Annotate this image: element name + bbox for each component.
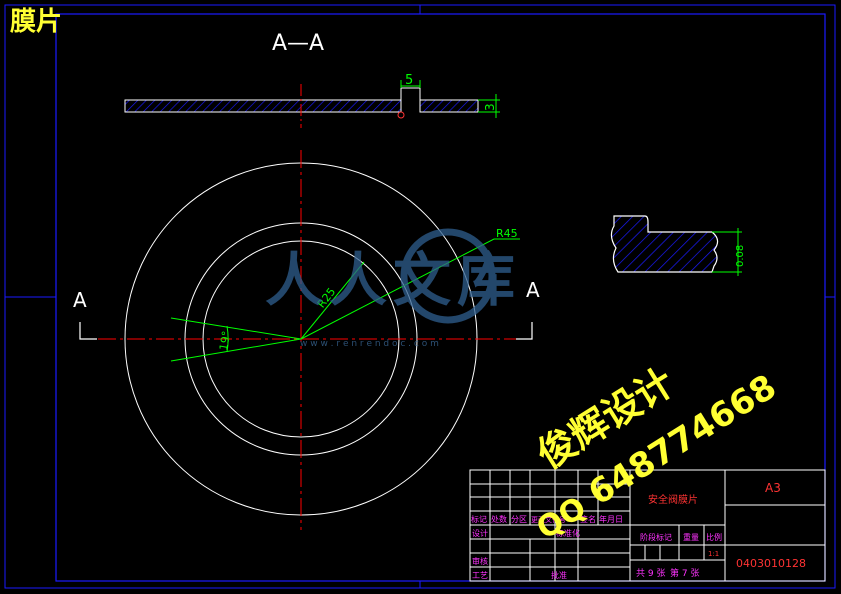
tb-scale-value: 1:1 bbox=[708, 550, 719, 558]
tb-header-change: 更改文件号 bbox=[531, 515, 566, 524]
tb-part-name: 安全阀膜片 bbox=[648, 493, 698, 506]
detail-view: 0.08 bbox=[610, 215, 746, 276]
tb-label-review: 审核 bbox=[472, 556, 488, 566]
page-title: 膜片 bbox=[10, 7, 62, 37]
tb-label-process: 工艺 bbox=[472, 571, 488, 580]
detail-marker-circle bbox=[397, 111, 405, 119]
tb-label-approve: 批准 bbox=[551, 570, 567, 580]
frame-center-marks bbox=[5, 5, 835, 588]
tb-stage-mark: 阶段标记 bbox=[640, 532, 672, 542]
radius-outer-label: R45 bbox=[496, 227, 518, 240]
tb-header-count: 处数 bbox=[491, 514, 507, 524]
section-mark-right: A bbox=[526, 278, 540, 302]
radius-outer-leader bbox=[300, 238, 520, 340]
angle-ray-upper bbox=[170, 317, 302, 340]
title-block bbox=[469, 469, 826, 582]
angle-label: 19° bbox=[217, 330, 233, 351]
section-mark-left: A bbox=[73, 288, 87, 312]
slot-outline bbox=[400, 87, 421, 100]
watermark-url: w w w . r e n r e n d o c . c o m bbox=[300, 339, 439, 349]
tb-header-zone: 分区 bbox=[511, 515, 527, 524]
title-block-text: 标记 处数 分区 更改文件号 签名 年月日 设计 标准化 审核 工艺 批准 安全… bbox=[471, 481, 806, 580]
watermark: 人人文库 w w w . r e n r e n d o c . c o m bbox=[265, 228, 521, 349]
tb-header-mark: 标记 bbox=[471, 514, 487, 524]
tb-weight: 重量 bbox=[683, 532, 699, 542]
watermark-text: 人人文库 bbox=[265, 246, 521, 314]
plan-view: A A 19° R45 R25 bbox=[73, 150, 540, 530]
tb-header-sign: 签名 bbox=[580, 514, 596, 524]
section-label: A—A bbox=[272, 31, 324, 56]
radius-inner-leader bbox=[300, 261, 365, 340]
tb-label-standard: 标准化 bbox=[556, 528, 580, 538]
section-view: 5 3 bbox=[124, 73, 500, 128]
slot-width-label: 5 bbox=[405, 73, 413, 88]
angle-ray-lower bbox=[170, 338, 302, 362]
cut-mark-left bbox=[79, 322, 97, 340]
watermark-logo-ring bbox=[400, 228, 496, 324]
overlay-qq-prefix: QQ bbox=[531, 490, 593, 547]
tb-sheet-size: A3 bbox=[765, 481, 781, 495]
tb-sheet-number: 第 7 张 bbox=[670, 567, 699, 579]
thickness-label: 3 bbox=[483, 103, 497, 111]
detail-profile bbox=[610, 215, 719, 273]
tb-sheets-total: 共 9 张 bbox=[636, 568, 665, 579]
angle-arc bbox=[226, 325, 229, 353]
plate-right-section bbox=[419, 99, 479, 113]
tb-header-date: 年月日 bbox=[599, 514, 623, 524]
designer-overlay: 俊辉设计 QQ 648774668 bbox=[529, 360, 783, 547]
cut-mark-right bbox=[516, 322, 533, 340]
tb-label-design: 设计 bbox=[472, 528, 488, 538]
plate-left-section bbox=[124, 99, 402, 113]
tb-scale: 比例 bbox=[706, 532, 722, 542]
detail-height-label: 0.08 bbox=[735, 245, 746, 267]
tb-drawing-number: 0403010128 bbox=[736, 557, 806, 570]
